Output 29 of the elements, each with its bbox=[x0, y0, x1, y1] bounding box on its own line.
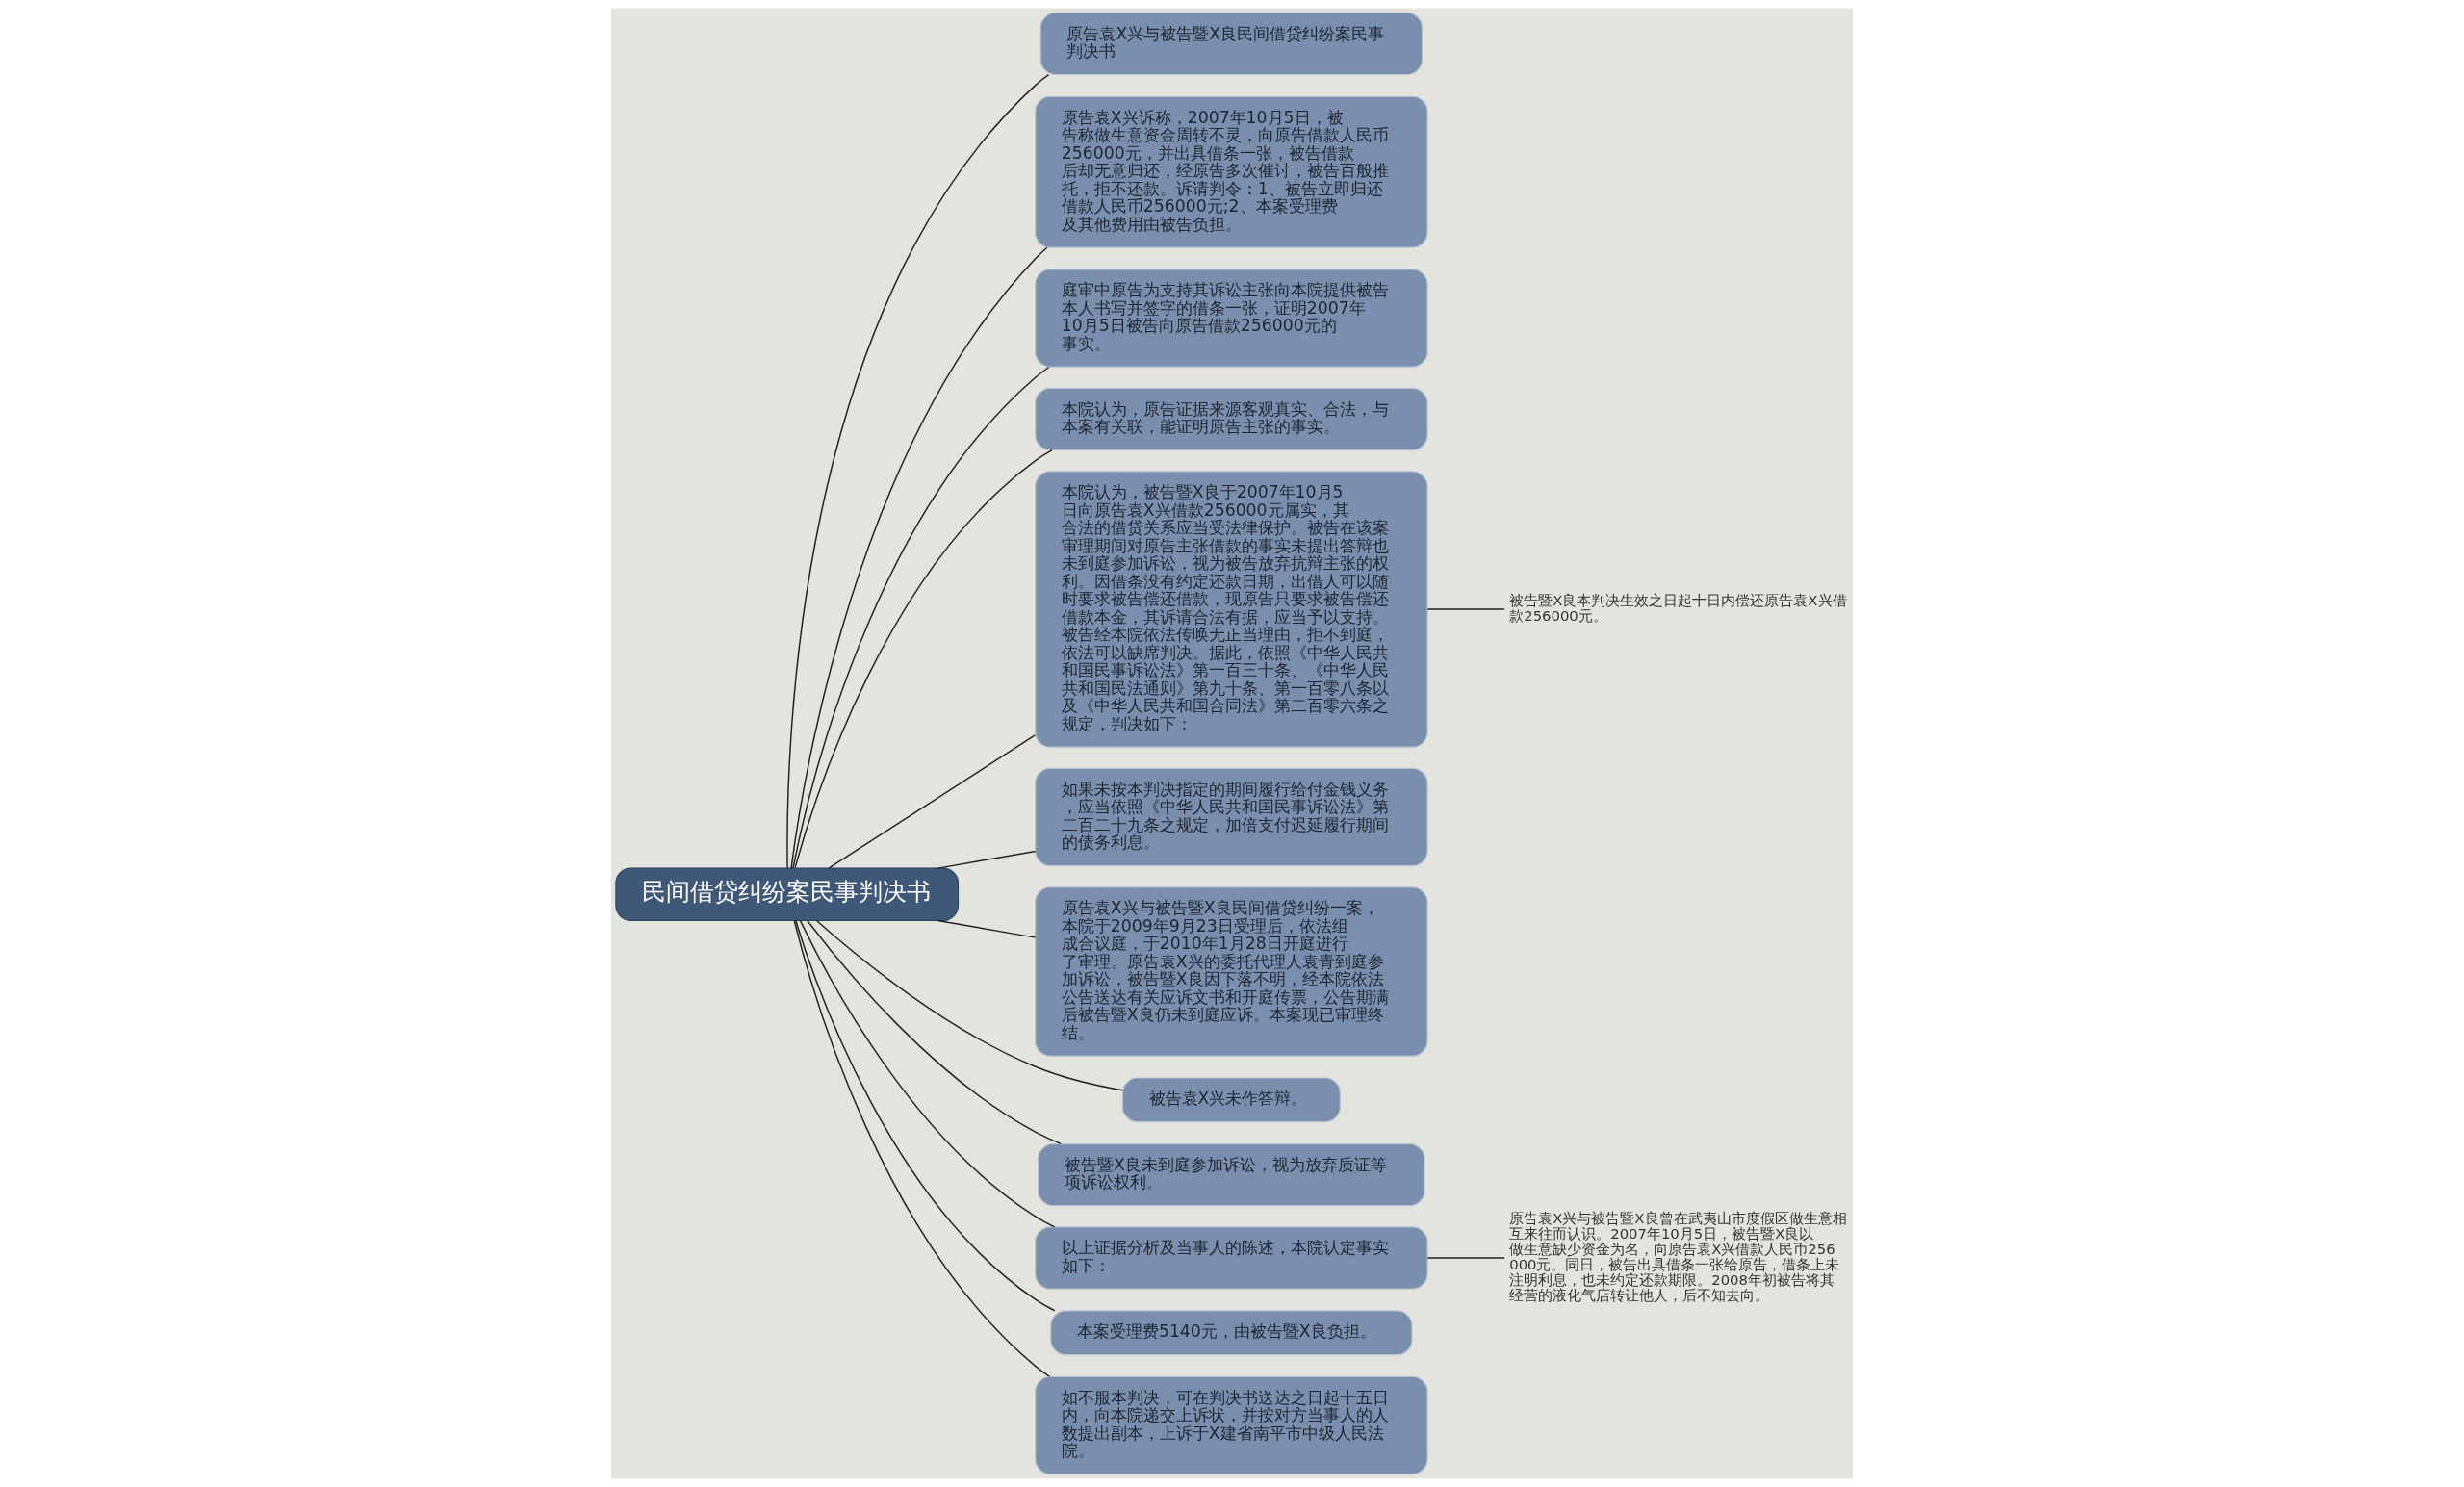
node-text: 被告暨X良本判决生效之日起十日内偿还原告袁X兴借款256000元。 bbox=[1509, 591, 1847, 624]
connector bbox=[1426, 608, 1505, 610]
connector bbox=[795, 919, 1056, 1312]
node-box: 本院认为，原告证据来源客观真实、合法，与本案有关联，能证明原告主张的事实。 bbox=[1035, 387, 1428, 451]
connector bbox=[794, 449, 1053, 869]
connector bbox=[937, 850, 1037, 869]
node-box: 庭审中原告为支持其诉讼主张向本院提供被告本人书写并签字的借条一张，证明2007年10月5日被告向原告借款256000元的事实。 bbox=[1035, 269, 1428, 368]
node-box: 原告袁X兴诉称，2007年10月5日，被告称做生意资金周转不灵，向原告借款人民币256000元，并出具借条一张，被告借款后却无意归还，经原告多次催讨，被告百般推托，拒不还款。诉请判令：1、被告立即归还借款人民币256000元;2、本案受理费及其他费用由被告负担。 bbox=[1035, 95, 1428, 248]
connector bbox=[786, 73, 1050, 869]
connector bbox=[792, 366, 1050, 869]
node-box: 被告袁X兴未作答辩。 bbox=[1121, 1077, 1341, 1123]
connector bbox=[937, 919, 1037, 938]
node-box: 原告袁X兴与被告暨X良民间借贷纠纷案民事判决书 bbox=[1040, 12, 1424, 76]
node-box: 以上证据分析及当事人的陈述，本院认定事实如下： bbox=[1035, 1226, 1428, 1290]
connector bbox=[828, 734, 1037, 869]
connector bbox=[790, 246, 1048, 869]
node-box: 本院认为，被告暨X良于2007年10月5日向原告袁X兴借款256000元属实，其合法的借贷关系应当受法律保护。被告在该案审理期间对原告主张借款的事实未提出答辩也未到庭参加诉讼，视为被告放弃抗辩主张的权利。因借条没有约定还款日期，出借人可以随时要求被告偿还借款，现原告只要求被告偿还借款本金，其诉请合法有据，应当予以支持。被告经本院依法传唤无正当理由，拒不到庭，依法可以缺席判决。据此，依照《中华人民共和国民事诉讼法》第一百三十条、《中华人民共和国民法通则》第九十条、第一百零八条以及《中华人民共和国合同法》第二百零六条之规定，判决如下： bbox=[1035, 471, 1428, 748]
node-box: 本案受理费5140元，由被告暨X良负担。 bbox=[1050, 1310, 1413, 1356]
node-box: 如果未按本判决指定的期间履行给付金钱义务，应当依照《中华人民共和国民事诉讼法》第二百二十九条之规定，加倍支付迟延履行期间的债务利息。 bbox=[1035, 767, 1428, 867]
connector bbox=[793, 920, 1051, 1377]
connector bbox=[815, 920, 1124, 1091]
node-box: 原告袁X兴与被告暨X良民间借贷纠纷一案，本院于2009年9月23日受理后，依法组成合议庭，于2010年1月28日开庭进行了审理。原告袁X兴的委托代理人袁青到庭参加诉讼，被告暨X良因下落不明，经本院依法公告送达有关应诉文书和开庭传票，公告期满后被告暨X良仍未到庭应诉。本案现已审理终结。 bbox=[1035, 886, 1428, 1057]
connector bbox=[807, 919, 1062, 1145]
node-box: 如不服本判决，可在判决书送达之日起十五日内，向本院递交上诉状，并按对方当事人的人数提出副本，上诉于X建省南平市中级人民法院。 bbox=[1035, 1375, 1428, 1475]
connector bbox=[799, 919, 1056, 1228]
node-box: 民间借贷纠纷案民事判决书 bbox=[615, 867, 960, 922]
node-text: 原告袁X兴与被告暨X良曾在武夷山市度假区做生意相互来往而认识。2007年10月5日，被告暨X良以做生意缺少资金为名，向原告袁X兴借款人民币256000元。同日，被告出具借条一张给原告，借条上未注明利息，也未约定还款期限。2008年初被告将其经营的液化气店转让他人，后不知去向。 bbox=[1509, 1209, 1847, 1303]
node-box: 被告暨X良未到庭参加诉讼，视为放弃质证等项诉讼权利。 bbox=[1038, 1142, 1425, 1207]
connector bbox=[1426, 1257, 1505, 1259]
